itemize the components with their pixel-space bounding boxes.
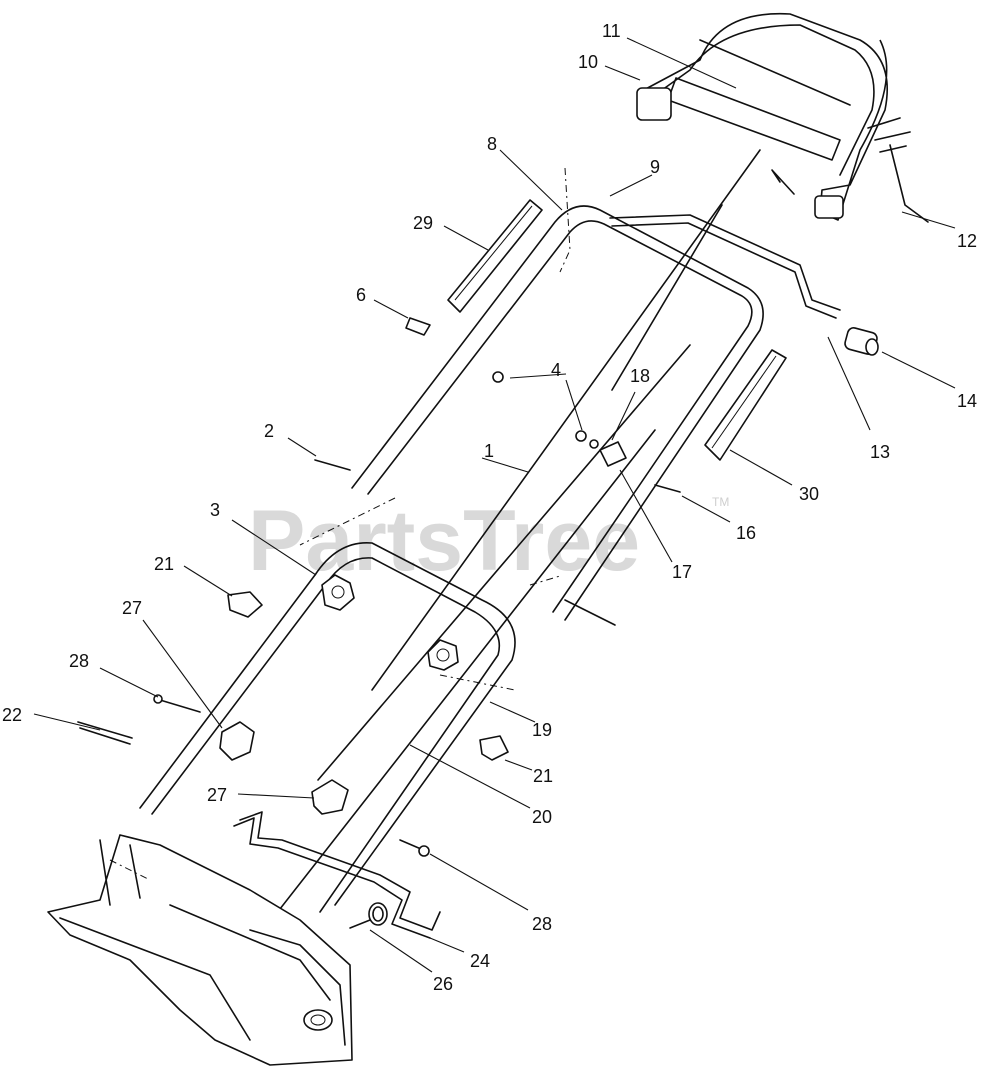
grip-spring bbox=[867, 117, 929, 223]
callout-labels: 1 2 3 4 6 8 9 10 11 12 13 14 16 17 18 19… bbox=[2, 21, 977, 994]
callout-13: 13 bbox=[870, 442, 890, 462]
callout-21-right: 21 bbox=[533, 766, 553, 786]
watermark: PartsTree TM bbox=[248, 493, 729, 589]
callout-4: 4 bbox=[551, 360, 561, 380]
callout-16: 16 bbox=[736, 523, 756, 543]
callout-9: 9 bbox=[650, 157, 660, 177]
mower-deck bbox=[47, 834, 353, 1066]
retainer-clip[interactable] bbox=[77, 721, 133, 745]
callout-2: 2 bbox=[264, 421, 274, 441]
callout-12: 12 bbox=[957, 231, 977, 251]
control-bar[interactable] bbox=[609, 214, 841, 319]
handle-knob-upper[interactable] bbox=[321, 574, 355, 611]
callout-28-left: 28 bbox=[69, 651, 89, 671]
adjuster-knob[interactable] bbox=[844, 326, 879, 356]
callout-10: 10 bbox=[578, 52, 598, 72]
lower-handle[interactable] bbox=[139, 542, 516, 913]
callout-11: 11 bbox=[602, 21, 621, 41]
callout-17: 17 bbox=[672, 562, 692, 582]
callout-29: 29 bbox=[413, 213, 433, 233]
callout-14: 14 bbox=[957, 391, 977, 411]
watermark-trademark: TM bbox=[712, 495, 729, 509]
console-top[interactable] bbox=[636, 12, 888, 221]
hardware[interactable] bbox=[314, 169, 795, 626]
bolts[interactable] bbox=[153, 694, 430, 857]
callout-24: 24 bbox=[470, 951, 490, 971]
control-cables bbox=[239, 149, 761, 961]
callout-19: 19 bbox=[532, 720, 552, 740]
callout-8: 8 bbox=[487, 134, 497, 154]
callout-20: 20 bbox=[532, 807, 552, 827]
torsion-spring[interactable] bbox=[349, 902, 388, 929]
callout-21-left: 21 bbox=[154, 554, 174, 574]
leader-lines bbox=[33, 37, 956, 973]
handle-bracket-left[interactable] bbox=[219, 721, 255, 761]
cable-clip-left[interactable] bbox=[227, 591, 263, 618]
cable-guide-29[interactable] bbox=[447, 199, 543, 313]
watermark-text: PartsTree bbox=[248, 493, 640, 589]
handle-bracket-right[interactable] bbox=[311, 779, 349, 815]
callout-27-right: 27 bbox=[207, 785, 227, 805]
callout-22: 22 bbox=[2, 705, 22, 725]
bail-rod[interactable] bbox=[233, 811, 441, 939]
callout-30: 30 bbox=[799, 484, 819, 504]
callout-28-right: 28 bbox=[532, 914, 552, 934]
callout-18: 18 bbox=[630, 366, 650, 386]
callout-26: 26 bbox=[433, 974, 453, 994]
callout-27-left: 27 bbox=[122, 598, 142, 618]
cable-clip-right[interactable] bbox=[479, 735, 509, 761]
callout-1: 1 bbox=[484, 441, 494, 461]
cable-guide-30[interactable] bbox=[704, 349, 787, 461]
callout-6: 6 bbox=[356, 285, 366, 305]
callout-3: 3 bbox=[210, 500, 220, 520]
handle-knob-lower[interactable] bbox=[427, 639, 459, 671]
